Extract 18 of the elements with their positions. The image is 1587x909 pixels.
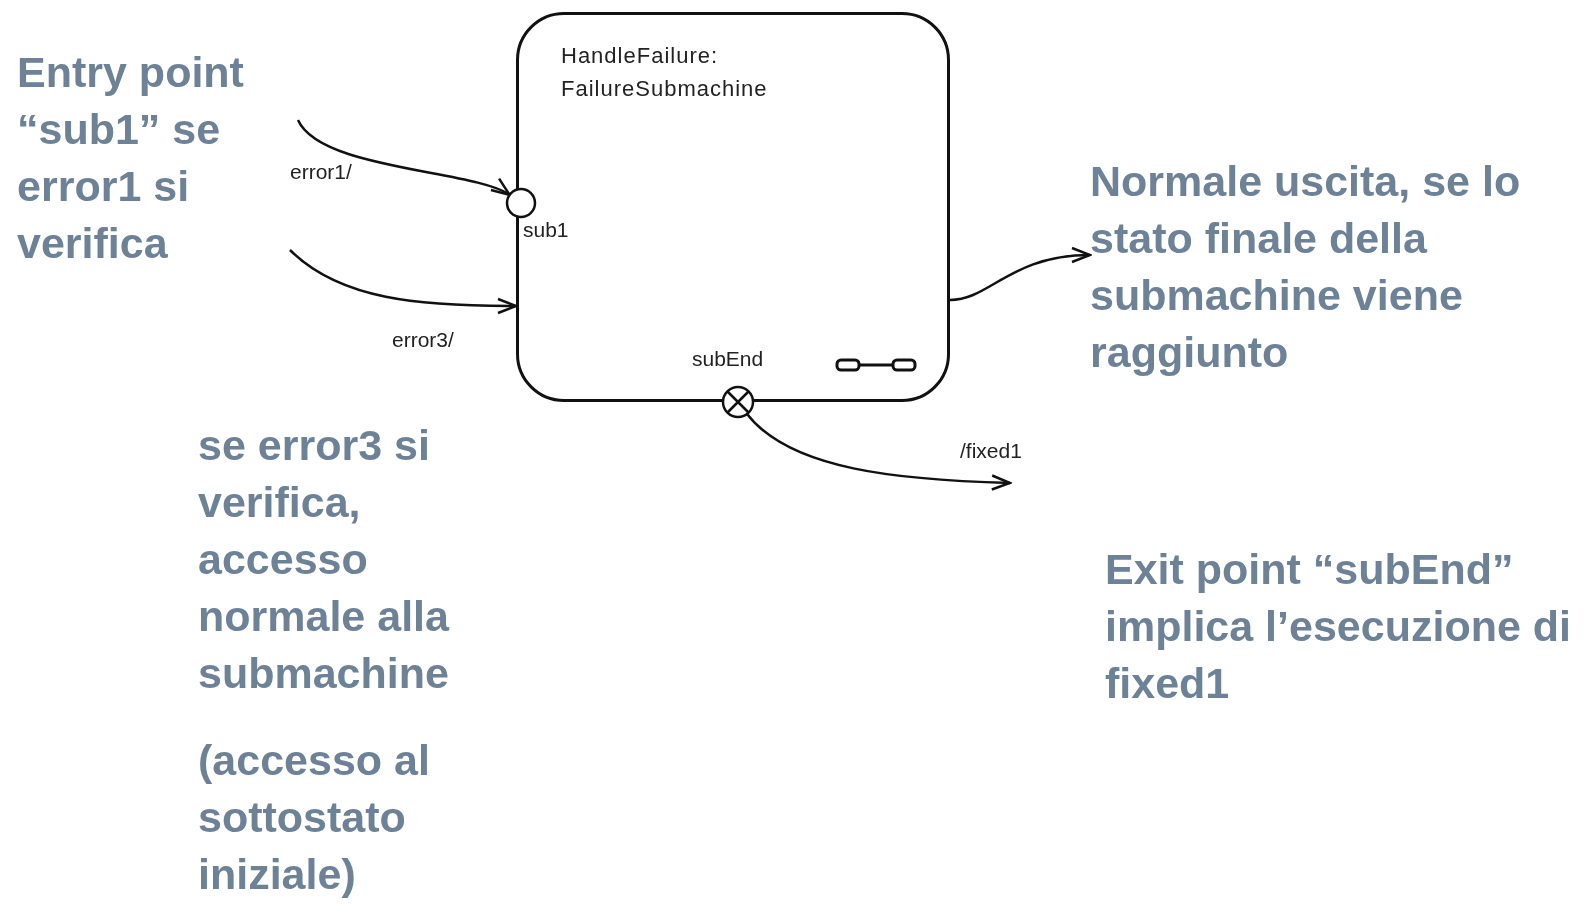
- note-text: (accesso al sottostato iniziale): [198, 735, 431, 900]
- entry-point-circle: [505, 187, 537, 219]
- arrow: [746, 413, 1012, 491]
- edge-label: /fixed1: [960, 439, 1022, 463]
- arrow: [949, 247, 1092, 302]
- edge-label: error3/: [392, 328, 454, 352]
- edge-label: error1/: [290, 160, 352, 184]
- point-label: sub1: [523, 218, 569, 242]
- note-text: Normale uscita, se lo stato finale della submachine viene raggiunto: [1090, 153, 1585, 381]
- arrow: [296, 119, 511, 197]
- point-label: subEnd: [692, 347, 764, 371]
- note-text: Exit point “subEnd” implica l’esecuzione di fixed1: [1105, 544, 1572, 709]
- exit-point-circle: [721, 385, 755, 419]
- note-text: Entry point “sub1” se error1 si verifica: [17, 47, 245, 269]
- state-box: [516, 12, 950, 402]
- state-name: HandleFailure: FailureSubmachine: [561, 42, 769, 103]
- note-text: se error3 si verifica, accesso normale alla submachine: [198, 420, 451, 699]
- arrow: [289, 249, 518, 315]
